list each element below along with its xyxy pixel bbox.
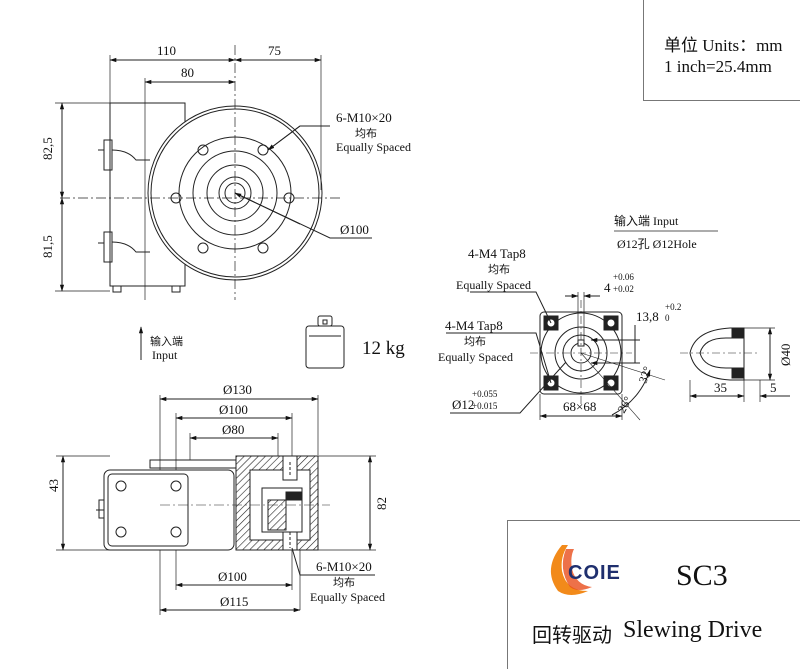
dim-front-110: 110	[157, 43, 176, 58]
title-block: COIE SC3 回转驱动 Slewing Drive	[507, 520, 800, 669]
bottom-bolt-cn: 均布	[333, 576, 355, 589]
bore-tol-upper: +0.055	[472, 389, 498, 399]
side-section-view	[680, 327, 790, 402]
dim-bottom-43: 43	[46, 479, 61, 492]
front-bolt-cn: 均布	[355, 127, 377, 140]
dim-bottom-d100: Ø100	[218, 569, 247, 584]
input-header-cn: 输入端 Input	[614, 213, 679, 228]
key-width-tol-upper: +0.06	[613, 272, 634, 282]
square-dim: 68×68	[563, 399, 596, 414]
key-width-tol-lower: +0.02	[613, 284, 634, 294]
weight-icon	[305, 315, 345, 369]
key-width-base: 4	[604, 280, 611, 295]
bottom-bolt-en: Equally Spaced	[310, 590, 385, 604]
model-name: SC3	[676, 559, 728, 592]
weight-value: 12 kg	[362, 338, 405, 359]
dim-bottom-d100-top: Ø100	[219, 402, 248, 417]
dim-front-82-5: 82,5	[40, 137, 55, 160]
key-depth-base: 13,8	[636, 309, 659, 324]
tap-upper-cn: 均布	[488, 263, 510, 276]
bore-base: Ø12	[452, 397, 474, 412]
units-line-2: 1 inch=25.4mm	[664, 57, 772, 76]
tap-upper-en: Equally Spaced	[456, 278, 531, 292]
product-name-en: Slewing Drive	[623, 617, 763, 643]
tap-upper-spec: 4-M4 Tap8	[468, 246, 526, 261]
key-depth-tol-lower: 0	[665, 313, 670, 323]
key-depth-tol: +0.2	[665, 302, 681, 312]
units-box: 单位 Units：mm 1 inch=25.4mm	[643, 0, 800, 101]
input-arrow-cn: 输入端	[150, 334, 183, 348]
side-len-5: 5	[770, 380, 777, 395]
tap-lower-cn: 均布	[464, 335, 486, 348]
bore-tol-lower: +0.015	[472, 401, 498, 411]
input-arrow-en: Input	[152, 348, 178, 362]
units-line-1: 单位 Units：mm	[664, 36, 783, 55]
dim-front-75: 75	[268, 43, 281, 58]
front-bolt-spec: 6-M10×20	[336, 110, 392, 125]
front-view	[55, 45, 372, 300]
dim-bottom-d115: Ø115	[220, 594, 248, 609]
angle-32: 32°	[636, 364, 655, 385]
input-view	[446, 291, 666, 421]
dim-front-81-5: 81,5	[40, 235, 55, 258]
front-diameter: Ø100	[340, 222, 369, 237]
dim-front-80: 80	[181, 65, 194, 80]
brand-logo-text: COIE	[568, 562, 621, 584]
dim-bottom-82: 82	[374, 497, 389, 510]
side-len-35: 35	[714, 380, 727, 395]
tap-lower-spec: 4-M4 Tap8	[445, 318, 503, 333]
bottom-view	[56, 395, 376, 615]
front-bolt-en: Equally Spaced	[336, 140, 411, 154]
dim-bottom-d130: Ø130	[223, 382, 252, 397]
side-dia-40: Ø40	[778, 344, 793, 366]
coie-logo-swoosh-icon	[550, 545, 592, 595]
product-name-cn: 回转驱动	[532, 623, 612, 647]
dim-bottom-d80: Ø80	[222, 422, 244, 437]
input-header-hole: Ø12孔 Ø12Hole	[617, 237, 697, 251]
tap-lower-en: Equally Spaced	[438, 350, 513, 364]
bottom-bolt-spec: 6-M10×20	[316, 559, 372, 574]
